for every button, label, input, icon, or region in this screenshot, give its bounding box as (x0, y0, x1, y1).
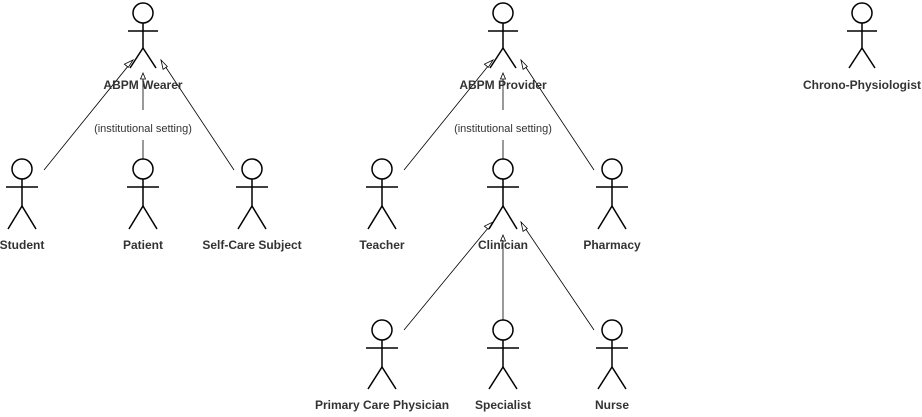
stick-figure-icon (487, 319, 519, 390)
stick-figure-icon (366, 158, 398, 230)
stick-figure-icon (487, 158, 519, 230)
actor-abpm-provider[interactable]: ABPM Provider (459, 2, 547, 92)
stick-figure-icon (596, 319, 628, 390)
actor-label: Student (0, 238, 44, 252)
actor-nurse[interactable]: Nurse (595, 319, 629, 412)
actor-clinician[interactable]: Clinician (478, 158, 528, 252)
actor-patient[interactable]: Patient (123, 158, 163, 252)
actor-label: Teacher (359, 238, 404, 252)
generalization-specialist-to-clinician (499, 233, 507, 322)
actor-chrono-physiologist[interactable]: Chrono-Physiologist (803, 2, 921, 92)
stick-figure-icon (128, 2, 158, 69)
actor-label: Clinician (478, 238, 528, 252)
generalization-pharmacy-to-abpm-provider (520, 58, 595, 171)
actor-label: Patient (123, 238, 163, 252)
actor-label: Chrono-Physiologist (803, 78, 921, 92)
actor-label: ABPM Provider (459, 78, 547, 92)
stick-figure-icon (127, 158, 159, 230)
actor-teacher[interactable]: Teacher (359, 158, 405, 252)
actor-label: Specialist (475, 398, 531, 412)
note-wearer-institutional-setting: (institutional setting) (94, 123, 192, 135)
generalizations (43, 58, 595, 331)
actor-self-care-subject[interactable]: Self-Care Subject (202, 158, 302, 252)
actor-label: Nurse (595, 398, 629, 412)
actor-label: Self-Care Subject (202, 238, 301, 252)
note-provider-institutional-setting: (institutional setting) (454, 123, 552, 135)
stick-figure-icon (488, 2, 518, 69)
generalization-self-care-subject-to-abpm-wearer (160, 58, 235, 171)
actor-specialist[interactable]: Specialist (475, 319, 531, 412)
actor-pharmacy[interactable]: Pharmacy (583, 158, 641, 252)
actor-student[interactable]: Student (0, 158, 44, 252)
generalization-student-to-abpm-wearer (43, 59, 135, 171)
actor-label: ABPM Wearer (103, 78, 182, 92)
generalization-clinician-to-abpm-provider (499, 71, 507, 160)
stick-figure-icon (6, 158, 38, 230)
stick-figure-icon (596, 158, 628, 230)
actor-primary-care-physician[interactable]: Primary Care Physician (315, 319, 449, 412)
actor-label: Pharmacy (583, 238, 641, 252)
stick-figure-icon (847, 2, 877, 69)
generalization-nurse-to-clinician (520, 220, 595, 331)
actor-label: Primary Care Physician (315, 398, 449, 412)
actor-abpm-wearer[interactable]: ABPM Wearer (103, 2, 183, 92)
generalization-teacher-to-abpm-provider (403, 59, 495, 171)
stick-figure-icon (236, 158, 268, 230)
stick-figure-icon (366, 319, 398, 390)
generalization-patient-to-abpm-wearer (139, 71, 147, 160)
